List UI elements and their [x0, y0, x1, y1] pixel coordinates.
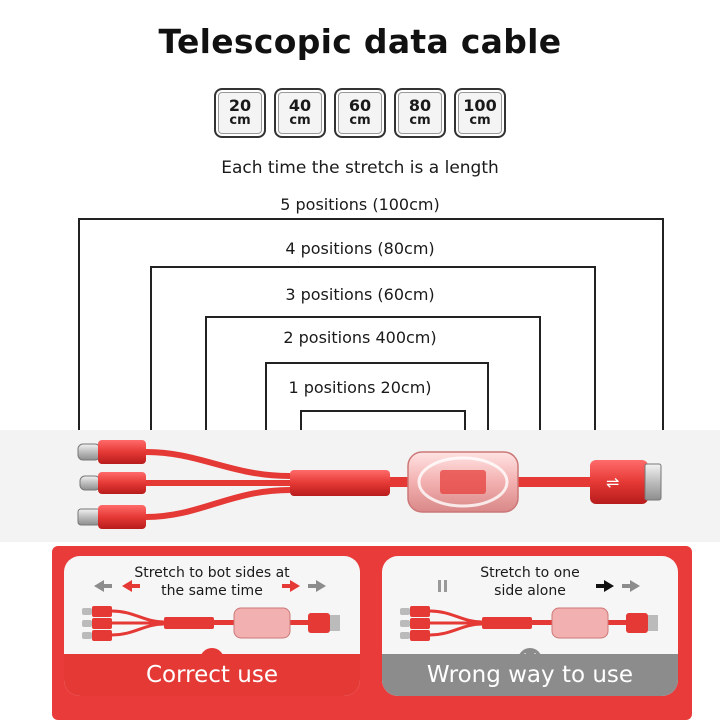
- bracket-4-positions: [150, 266, 596, 432]
- position-length: 400cm): [375, 328, 437, 347]
- position-count: 5 positions: [280, 195, 368, 214]
- chip-number: 100: [463, 96, 497, 115]
- position-count: 1 positions: [288, 378, 376, 397]
- position-label: 3 positions (60cm): [0, 285, 720, 304]
- bracket-1-positions: [300, 410, 466, 432]
- position-label: 4 positions (80cm): [0, 239, 720, 258]
- page-title: Telescopic data cable: [158, 22, 562, 61]
- chip-number: 40: [288, 96, 312, 115]
- arrow-right-icon: [596, 580, 640, 592]
- position-count: 3 positions: [285, 285, 373, 304]
- position-label: 2 positions 400cm): [0, 328, 720, 347]
- usage-comparison: Stretch to bot sides at the same time: [52, 546, 692, 720]
- chip-number: 60: [348, 96, 372, 115]
- bracket-2-positions: [265, 362, 489, 432]
- wrong-use-panel: Stretch to one side alone Wrong: [382, 556, 678, 696]
- position-length: (80cm): [377, 239, 435, 258]
- correct-line-1: Stretch to bot sides at: [134, 565, 290, 581]
- chip-number: 80: [408, 96, 432, 115]
- wrong-line-1: Stretch to one: [480, 565, 580, 581]
- wrong-instruction: Stretch to one side alone: [442, 564, 618, 600]
- chip-unit: cm: [469, 113, 491, 128]
- arrow-left-icon: [94, 580, 140, 592]
- correct-line-2: the same time: [161, 583, 263, 599]
- cable-graphic: ⇌: [0, 430, 720, 542]
- position-length: (60cm): [377, 285, 435, 304]
- chip-number: 20: [228, 96, 252, 115]
- wrong-use-caption: Wrong way to use: [382, 654, 678, 696]
- chip-unit: cm: [349, 113, 371, 128]
- correct-diagram: [82, 580, 340, 672]
- cable-illustration: ⇌: [0, 430, 720, 542]
- position-length: 20cm): [380, 378, 432, 397]
- position-length: (100cm): [372, 195, 440, 214]
- chip-unit: cm: [409, 113, 431, 128]
- bracket-5-positions: [78, 218, 664, 432]
- position-label: 5 positions (100cm): [0, 195, 720, 214]
- wrong-line-2: side alone: [494, 583, 566, 599]
- chip-unit: cm: [289, 113, 311, 128]
- subtitle: Each time the stretch is a length: [221, 158, 499, 178]
- bracket-3-positions: [205, 316, 541, 432]
- position-label: 1 positions 20cm): [0, 378, 720, 397]
- correct-instruction: Stretch to bot sides at the same time: [104, 564, 320, 600]
- arrow-right-icon: [282, 580, 326, 592]
- svg-text:⇌: ⇌: [606, 473, 619, 492]
- correct-use-panel: Stretch to bot sides at the same time: [64, 556, 360, 696]
- chip-unit: cm: [229, 113, 251, 128]
- pause-icon: [438, 580, 447, 592]
- position-count: 2 positions: [283, 328, 371, 347]
- correct-use-caption: Correct use: [64, 654, 360, 696]
- position-count: 4 positions: [285, 239, 373, 258]
